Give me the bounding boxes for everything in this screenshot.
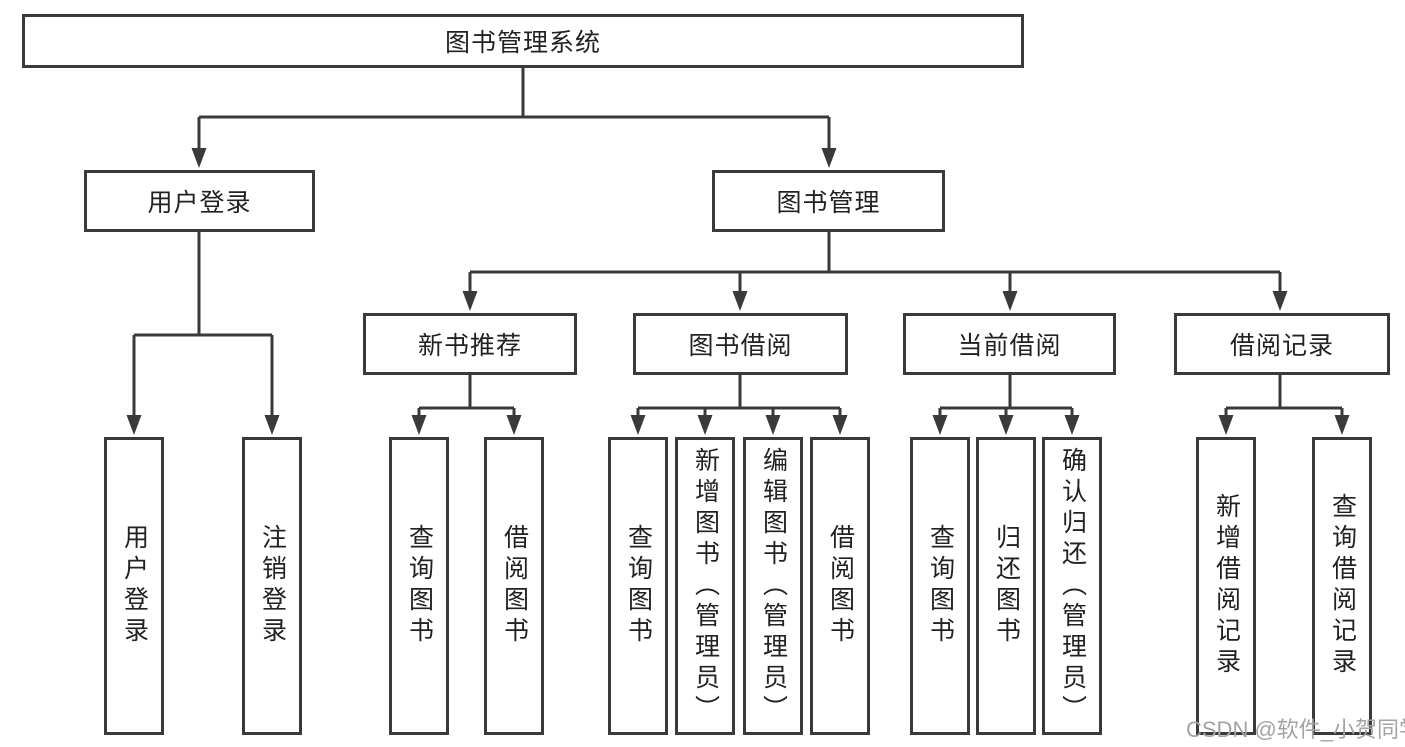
leaf-confirm-return-admin-label: 确认归还（管理员） — [1058, 446, 1087, 726]
leaf-borrow-books-1-label: 借阅图书 — [500, 524, 529, 648]
node-book-management-label: 图书管理 — [776, 189, 881, 217]
arrowhead — [697, 415, 713, 435]
leaf-user-login-label: 用户登录 — [120, 524, 149, 648]
leaf-add-book-admin-label: 新增图书（管理员） — [691, 446, 720, 726]
arrowhead — [821, 148, 837, 168]
leaf-borrow-books-2-label: 借阅图书 — [826, 524, 855, 648]
node-user-login: 用户登录 — [84, 170, 315, 232]
node-current-borrow: 当前借阅 — [903, 313, 1116, 375]
arrowhead — [1334, 415, 1350, 435]
leaf-query-books-2: 查询图书 — [608, 437, 668, 735]
connector-user-login — [126, 232, 280, 435]
connector-borrow-records — [1218, 375, 1350, 435]
arrowhead — [191, 148, 207, 168]
node-root: 图书管理系统 — [22, 14, 1024, 68]
csdn-watermark: CSDN @软件_小贺同学 — [1186, 717, 1405, 742]
arrowhead — [998, 415, 1014, 435]
leaf-borrow-books-1: 借阅图书 — [484, 437, 544, 735]
leaf-edit-book-admin-label: 编辑图书（管理员） — [759, 446, 788, 726]
arrowhead — [264, 415, 280, 435]
arrowhead — [765, 415, 781, 435]
leaf-query-books-1-label: 查询图书 — [405, 524, 434, 648]
leaf-edit-book-admin: 编辑图书（管理员） — [743, 437, 803, 735]
arrowhead — [506, 415, 522, 435]
leaf-logout: 注销登录 — [242, 437, 302, 735]
leaf-query-borrow-record-label: 查询借阅记录 — [1328, 493, 1357, 679]
leaf-add-book-admin: 新增图书（管理员） — [675, 437, 735, 735]
leaf-add-borrow-record-label: 新增借阅记录 — [1212, 493, 1241, 679]
node-new-book-recommend: 新书推荐 — [363, 313, 577, 375]
leaf-user-login: 用户登录 — [104, 437, 164, 735]
leaf-return-book: 归还图书 — [976, 437, 1036, 735]
leaf-query-borrow-record: 查询借阅记录 — [1312, 437, 1372, 735]
arrowhead — [932, 415, 948, 435]
node-root-label: 图书管理系统 — [444, 29, 601, 57]
node-new-book-recommend-label: 新书推荐 — [417, 332, 522, 360]
connector-new-book-recommend — [411, 375, 522, 435]
node-book-borrow: 图书借阅 — [633, 313, 848, 375]
leaf-confirm-return-admin: 确认归还（管理员） — [1042, 437, 1102, 735]
node-current-borrow-label: 当前借阅 — [957, 332, 1062, 360]
arrowhead — [832, 415, 848, 435]
leaf-query-books-3: 查询图书 — [910, 437, 970, 735]
arrowhead — [732, 291, 748, 311]
arrowhead — [1064, 415, 1080, 435]
leaf-query-books-2-label: 查询图书 — [624, 524, 653, 648]
leaf-borrow-books-2: 借阅图书 — [810, 437, 870, 735]
arrowhead — [630, 415, 646, 435]
connector-root — [191, 68, 837, 168]
arrowhead — [1272, 291, 1288, 311]
leaf-logout-label: 注销登录 — [258, 524, 287, 648]
arrowhead — [462, 291, 478, 311]
arrowhead — [1002, 291, 1018, 311]
arrowhead — [1218, 415, 1234, 435]
node-book-management: 图书管理 — [712, 170, 945, 232]
connector-current-borrow — [932, 375, 1080, 435]
node-borrow-records: 借阅记录 — [1174, 313, 1390, 375]
connector-book-borrow — [630, 375, 848, 435]
node-user-login-label: 用户登录 — [147, 189, 252, 217]
leaf-query-books-1: 查询图书 — [389, 437, 449, 735]
arrowhead — [126, 415, 142, 435]
leaf-return-book-label: 归还图书 — [992, 524, 1021, 648]
node-book-borrow-label: 图书借阅 — [688, 332, 793, 360]
connector-book-management — [462, 232, 1288, 311]
arrowhead — [411, 415, 427, 435]
leaf-add-borrow-record: 新增借阅记录 — [1196, 437, 1256, 735]
node-borrow-records-label: 借阅记录 — [1229, 332, 1334, 360]
leaf-query-books-3-label: 查询图书 — [926, 524, 955, 648]
